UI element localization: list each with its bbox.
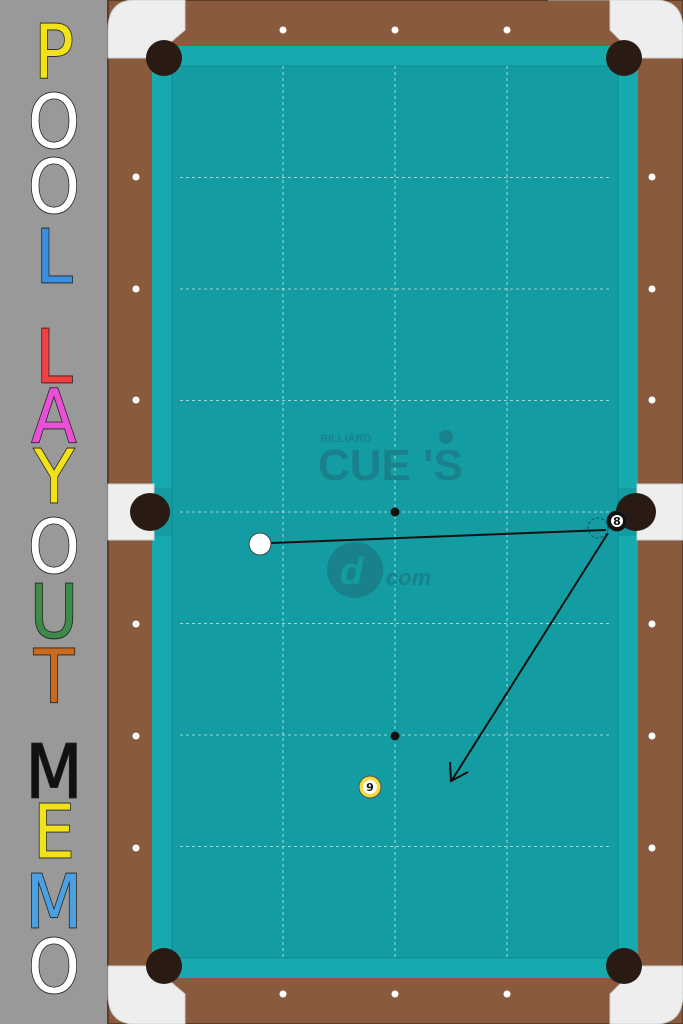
head-spot [390, 507, 400, 517]
foot-spot [390, 731, 400, 741]
ball-9-number: 9 [366, 781, 374, 794]
title-letter-2: O [27, 79, 80, 166]
title-letter-14: O [27, 924, 80, 1011]
title-letter-6: A [31, 374, 78, 461]
title-letter-10: T [33, 634, 75, 721]
watermark-com: com [386, 565, 431, 590]
ghost-ball [587, 517, 609, 539]
watermark-cue: CUE [318, 441, 411, 490]
watermark-ball-icon [439, 430, 453, 444]
diamond-7 [132, 173, 140, 181]
diamond-2 [279, 990, 287, 998]
title-letter-8: O [27, 504, 80, 591]
cushion-bottom [172, 958, 618, 978]
pocket-side-left [130, 493, 170, 531]
shot-line-carom [451, 532, 609, 781]
ball-8-number: 8 [613, 515, 621, 528]
watermark-d-icon [327, 542, 383, 598]
title-letter-7: Y [33, 434, 75, 521]
diamond-14 [648, 620, 656, 628]
rail-diamonds [132, 26, 656, 998]
cue-ball[interactable] [248, 532, 272, 556]
pocket-bottom-left [146, 948, 182, 984]
cushion-left-upper [152, 68, 172, 488]
arrow-head [449, 761, 469, 783]
diamond-4 [391, 990, 399, 998]
title-letter-1: P [33, 9, 74, 96]
cushion-left-lower [152, 536, 172, 956]
diamond-18 [648, 844, 656, 852]
title-letter-12: E [32, 789, 75, 876]
title-letter-4: L [35, 214, 73, 301]
watermark-s: 'S [423, 441, 463, 490]
ball-9[interactable]: 9 [358, 775, 382, 799]
title-letter-11: M [25, 729, 83, 816]
title-letter-3: O [27, 144, 80, 231]
pocket-top-right [606, 40, 642, 76]
diamond-10 [648, 285, 656, 293]
watermark-billiard: BILLIARD [320, 433, 371, 445]
diamond-8 [648, 173, 656, 181]
pocket-bottom-right [606, 948, 642, 984]
watermark-logo: BILLIARD CUE 'S d com [318, 430, 463, 598]
diamond-16 [648, 732, 656, 740]
pocket-top-left [146, 40, 182, 76]
diamond-5 [503, 26, 511, 34]
diamond-9 [132, 285, 140, 293]
cushion-top [172, 46, 618, 66]
cushion-right-lower [618, 536, 638, 956]
diamond-15 [132, 732, 140, 740]
cushion-right-upper [618, 68, 638, 488]
diamond-1 [279, 26, 287, 34]
title-letter-9: U [29, 569, 79, 656]
watermark-d-letter: d [340, 551, 364, 593]
shot-line-cue-to-eight [270, 529, 607, 544]
diamond-6 [503, 990, 511, 998]
title-letter-5: L [35, 314, 73, 401]
title-letter-13: M [25, 859, 83, 946]
diamond-12 [648, 396, 656, 404]
diamond-13 [132, 620, 140, 628]
shot-path [270, 529, 609, 783]
ball-8[interactable]: 8 [606, 510, 628, 532]
diamond-11 [132, 396, 140, 404]
diamond-17 [132, 844, 140, 852]
diamond-3 [391, 26, 399, 34]
